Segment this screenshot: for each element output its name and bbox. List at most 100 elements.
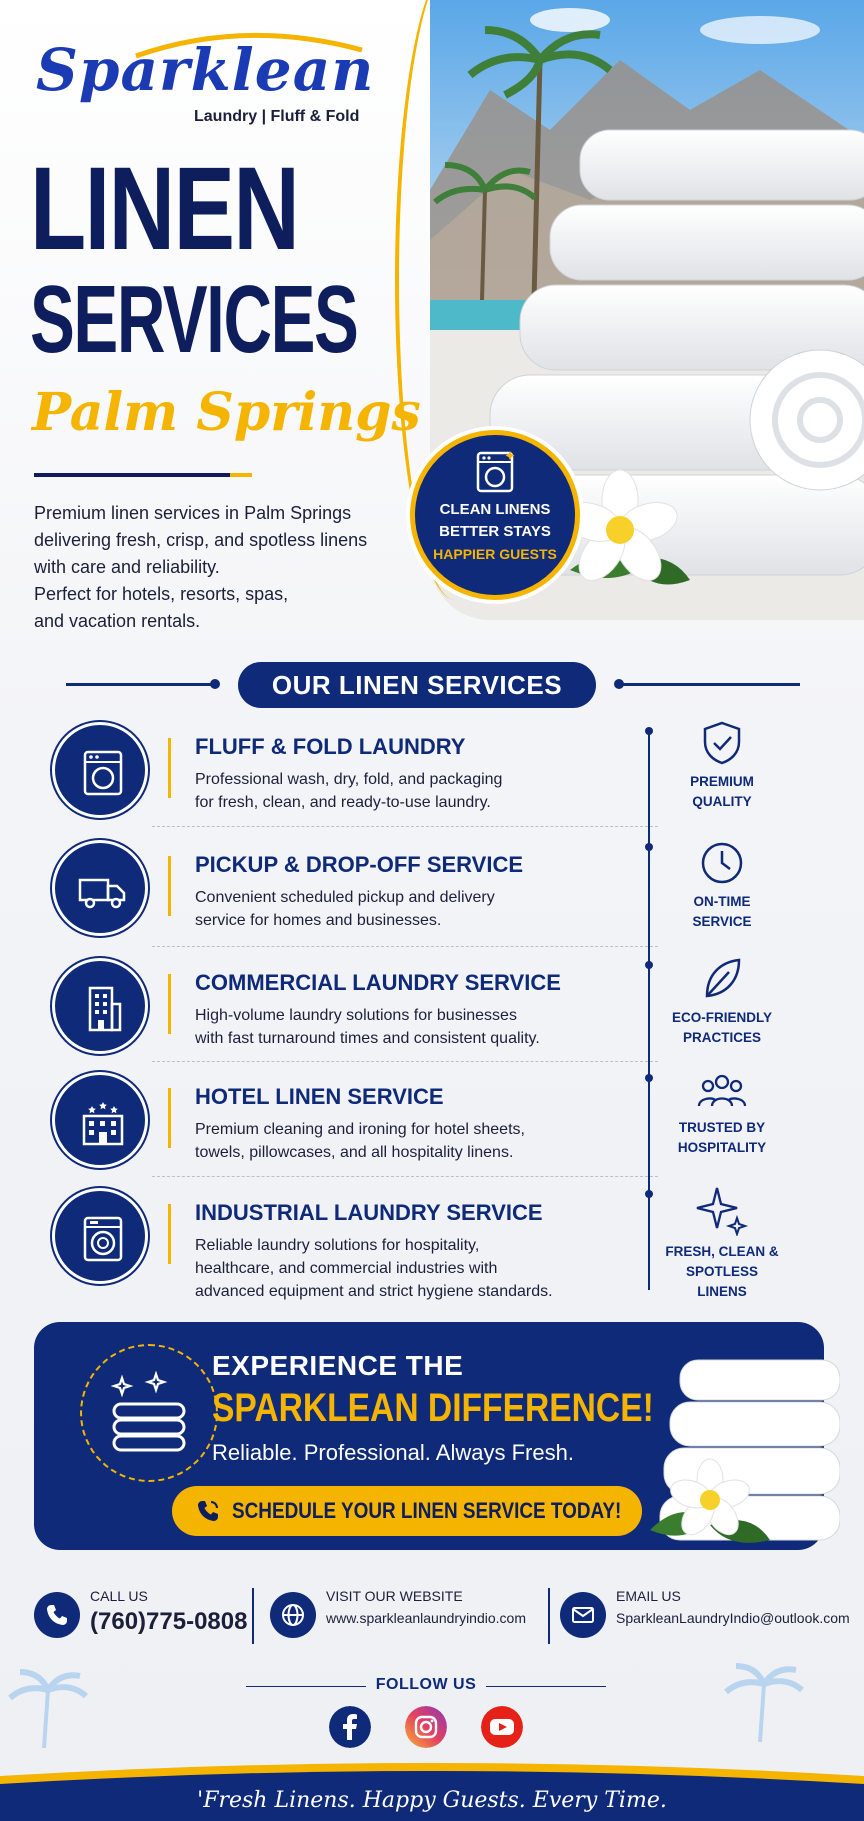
contact-website[interactable]: VISIT OUR WEBSITE www.sparkleanlaundryin… [270,1582,540,1652]
contact-icon-badge [270,1592,316,1638]
contact-icon-badge [560,1592,606,1638]
service-description-line: towels, pillowcases, and all hospitality… [195,1144,514,1161]
globe-icon [282,1604,304,1626]
service-title: HOTEL LINEN SERVICE [195,1084,444,1109]
schedule-service-label: SCHEDULE YOUR LINEN SERVICE TODAY! [232,1498,622,1523]
badge-line1: CLEAN LINENS [439,501,551,518]
service-item[interactable]: PICKUP & DROP-OFF SERVICE Convenient sch… [52,834,612,942]
cta-heading-line2: SPARKLEAN DIFFERENCE! [212,1386,654,1430]
feature-fresh-clean: FRESH, CLEAN & SPOTLESS LINENS [660,1184,784,1302]
service-description-line: for fresh, clean, and ready-to-use laund… [195,794,491,811]
cta-subheading: Reliable. Professional. Always Fresh. [212,1440,574,1465]
phone-icon [47,1605,67,1625]
footer-slogan: 'Fresh Linens. Happy Guests. Every Time. [197,1788,667,1813]
hero-badge: CLEAN LINENS BETTER STAYS HAPPIER GUESTS [410,430,580,600]
youtube-icon[interactable] [481,1706,523,1748]
office-building-icon [88,986,122,1032]
service-icon-badge [52,958,148,1054]
cta-towels-image [650,1359,840,1543]
facebook-icon[interactable] [329,1706,371,1748]
service-title: FLUFF & FOLD LAUNDRY [195,734,466,759]
follow-us: FOLLOW US [246,1676,606,1698]
feature-on-time: ON-TIME SERVICE [660,840,784,932]
brand-name: Sparklean [36,36,375,104]
feature-eco-friendly: ECO-FRIENDLY PRACTICES [660,956,784,1048]
features-rail-node [645,727,653,735]
service-item[interactable]: FLUFF & FOLD LAUNDRY Professional wash, … [52,716,612,824]
hero-description: Premium linen services in Palm Springs d… [34,500,414,635]
hero-description-line: Perfect for hotels, resorts, spas, [34,584,289,604]
follow-line-left [246,1686,366,1687]
service-item[interactable]: HOTEL LINEN SERVICE Premium cleaning and… [52,1066,612,1174]
schedule-service-button[interactable]: SCHEDULE YOUR LINEN SERVICE TODAY! [172,1486,642,1536]
features-rail-node [645,1190,653,1198]
service-description: Premium cleaning and ironing for hotel s… [195,1118,615,1164]
service-item[interactable]: COMMERCIAL LAUNDRY SERVICE High-volume l… [52,952,612,1060]
service-description-line: healthcare, and commercial industries wi… [195,1260,498,1277]
contact-divider [548,1588,550,1644]
hero-title-line1: LINEN [30,143,300,275]
contact-divider [252,1588,254,1644]
brand-logo[interactable]: Sparklean Laundry | Fluff & Fold [34,26,394,136]
header-line-left [66,683,216,686]
service-accent-bar [168,738,171,798]
follow-line-right [486,1686,606,1687]
hero-description-line: and vacation rentals. [34,611,201,631]
cta-emblem [80,1344,218,1482]
footer-wave [0,1763,864,1821]
cta-heading-line1: EXPERIENCE THE [212,1350,464,1381]
service-title: COMMERCIAL LAUNDRY SERVICE [195,970,561,995]
features-rail-node [645,961,653,969]
feature-label-line2: HOSPITALITY [677,1140,767,1155]
phone-number[interactable]: (760)775-0808 [90,1608,248,1635]
feature-label-line2: PRACTICES [682,1030,761,1045]
service-description: High-volume laundry solutions for busine… [195,1004,615,1050]
feature-label-line1: TRUSTED BY [678,1120,766,1135]
hero-divider [34,473,244,477]
service-accent-bar [168,1204,171,1264]
envelope-icon [572,1607,594,1623]
services-title: OUR LINEN SERVICES [238,662,596,708]
header-line-right [620,683,800,686]
header-dot-right [614,679,624,689]
service-description: Reliable laundry solutions for hospitali… [195,1234,615,1303]
feature-label-line2: SERVICE [692,914,752,929]
service-description: Convenient scheduled pickup and delivery… [195,886,615,932]
email-link[interactable]: SparkleanLaundryIndio@outlook.com [616,1610,850,1626]
instagram-icon[interactable] [405,1706,447,1748]
delivery-truck-icon [78,878,126,909]
contact-email[interactable]: EMAIL US SparkleanLaundryIndio@outlook.c… [560,1582,860,1652]
badge-line3: HAPPIER GUESTS [433,546,557,562]
service-icon-badge [52,840,148,936]
badge-line2: BETTER STAYS [439,523,551,540]
hero-description-line: with care and reliability. [34,557,220,577]
website-link[interactable]: www.sparkleanlaundryindio.com [326,1610,526,1626]
contact-icon-badge [34,1592,80,1638]
header-dot-left [210,679,220,689]
contact-call[interactable]: CALL US (760)775-0808 [34,1582,254,1652]
service-description-line: High-volume laundry solutions for busine… [195,1007,517,1024]
hotel-icon [82,1102,124,1146]
feature-label-line1: FRESH, CLEAN & [665,1244,779,1259]
clock-icon [701,842,743,884]
feature-label-line1: ECO-FRIENDLY [671,1010,772,1025]
washing-machine-icon [83,750,123,796]
service-item[interactable]: INDUSTRIAL LAUNDRY SERVICE Reliable laun… [52,1182,612,1300]
service-description-line: with fast turnaround times and consisten… [195,1030,540,1047]
folded-linens-icon [110,1370,186,1452]
service-title: PICKUP & DROP-OFF SERVICE [195,852,524,877]
service-accent-bar [168,974,171,1034]
service-title: INDUSTRIAL LAUNDRY SERVICE [195,1200,543,1225]
service-description-line: service for homes and businesses. [195,912,442,929]
shield-check-icon [703,721,741,765]
service-divider [152,826,658,827]
features-rail-node [645,843,653,851]
hero-title-line2: SERVICES [30,266,359,373]
hero-description-line: delivering fresh, crisp, and spotless li… [34,530,368,550]
service-divider [152,1061,658,1062]
leaf-icon [705,958,741,998]
people-icon [697,1074,747,1107]
feature-trusted: TRUSTED BY HOSPITALITY [660,1070,784,1158]
email-label: EMAIL US [616,1588,681,1604]
service-accent-bar [168,856,171,916]
